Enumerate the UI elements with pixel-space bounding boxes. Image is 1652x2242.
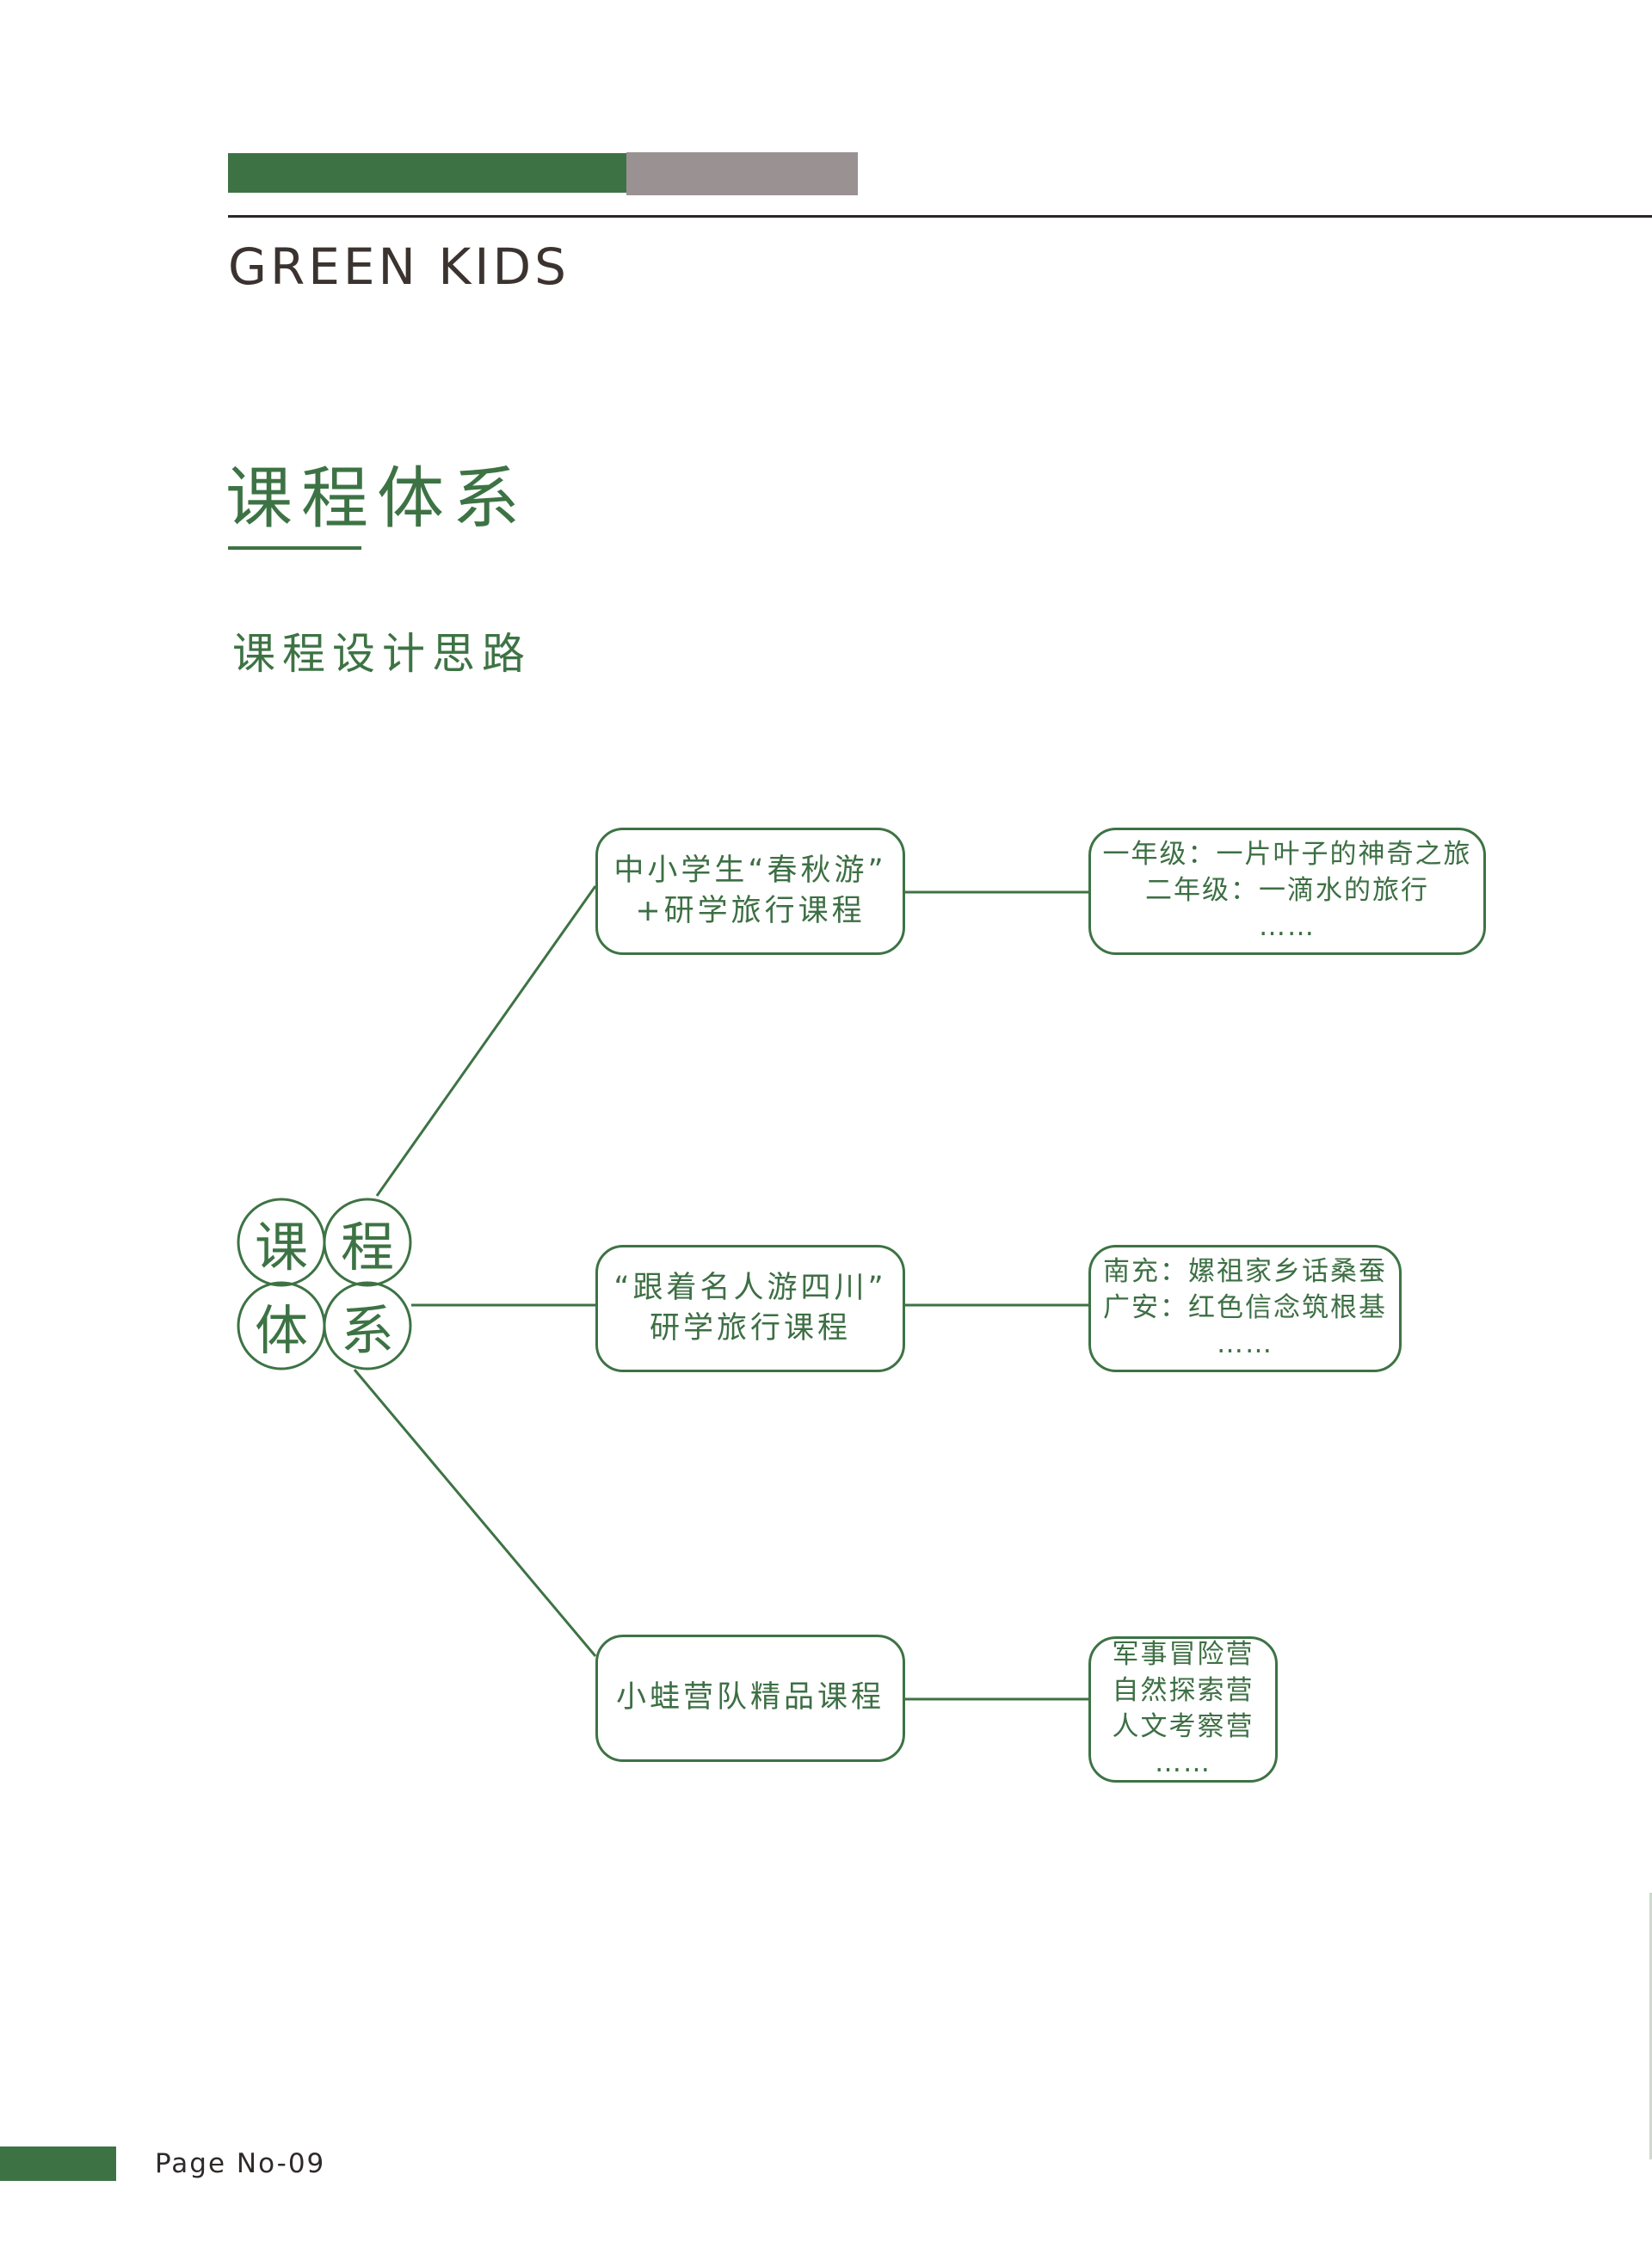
footer-green-bar: [0, 2147, 116, 2181]
title-underline: [228, 546, 361, 550]
detail-3-line-1: 军事冒险营: [1112, 1639, 1254, 1671]
header-green-bar: [228, 153, 626, 193]
detail-3-line-2: 自然探索营: [1112, 1675, 1254, 1707]
page-subtitle: 课程设计思路: [232, 629, 532, 679]
detail-2-line-1: 南充：嫘祖家乡话桑蚕: [1103, 1256, 1387, 1288]
root-char-2: 程: [340, 1216, 394, 1278]
page-title: 课程体系: [225, 460, 529, 538]
detail-1-line-2: 二年级：一滴水的旅行: [1145, 875, 1429, 907]
branch-1-line-1: 中小学生“春秋游”: [613, 853, 887, 888]
root-char-1: 课: [254, 1216, 308, 1278]
connector-root-branch-1: [375, 885, 597, 1197]
root-circle-4: [323, 1281, 412, 1370]
root-char-4: 系: [340, 1299, 394, 1362]
detail-node-2: 南充：嫘祖家乡话桑蚕 广安：红色信念筑根基 ……: [1088, 1245, 1402, 1372]
detail-3-line-3: 人文考察营: [1112, 1711, 1254, 1742]
branch-node-3: 小蛙营队精品课程: [595, 1635, 905, 1762]
page-number: Page No-09: [155, 2148, 326, 2179]
branch-node-2: “跟着名人游四川” 研学旅行课程: [595, 1245, 905, 1372]
root-char-3: 体: [254, 1299, 308, 1362]
branch-3-line-1: 小蛙营队精品课程: [615, 1680, 885, 1715]
detail-3-ellipsis: ……: [1155, 1746, 1211, 1778]
detail-node-3: 军事冒险营 自然探索营 人文考察营 ……: [1088, 1636, 1278, 1783]
right-edge-line: [1649, 1893, 1652, 2159]
root-circle-2: [323, 1198, 412, 1287]
header-gray-bar: [626, 152, 858, 195]
detail-2-ellipsis: ……: [1217, 1327, 1273, 1359]
connector-root-branch-3: [353, 1369, 597, 1657]
detail-1-ellipsis: ……: [1259, 910, 1316, 942]
brand-name: GREEN KIDS: [228, 237, 570, 296]
detail-1-line-1: 一年级：一片叶子的神奇之旅: [1102, 839, 1472, 871]
header-rule: [228, 215, 1652, 218]
branch-1-line-2: +研学旅行课程: [635, 894, 866, 928]
detail-2-line-2: 广安：红色信念筑根基: [1103, 1292, 1387, 1324]
branch-2-line-1: “跟着名人游四川”: [613, 1270, 887, 1305]
detail-node-1: 一年级：一片叶子的神奇之旅 二年级：一滴水的旅行 ……: [1088, 828, 1486, 955]
branch-node-1: 中小学生“春秋游” +研学旅行课程: [595, 828, 905, 955]
branch-2-line-2: 研学旅行课程: [649, 1311, 851, 1346]
